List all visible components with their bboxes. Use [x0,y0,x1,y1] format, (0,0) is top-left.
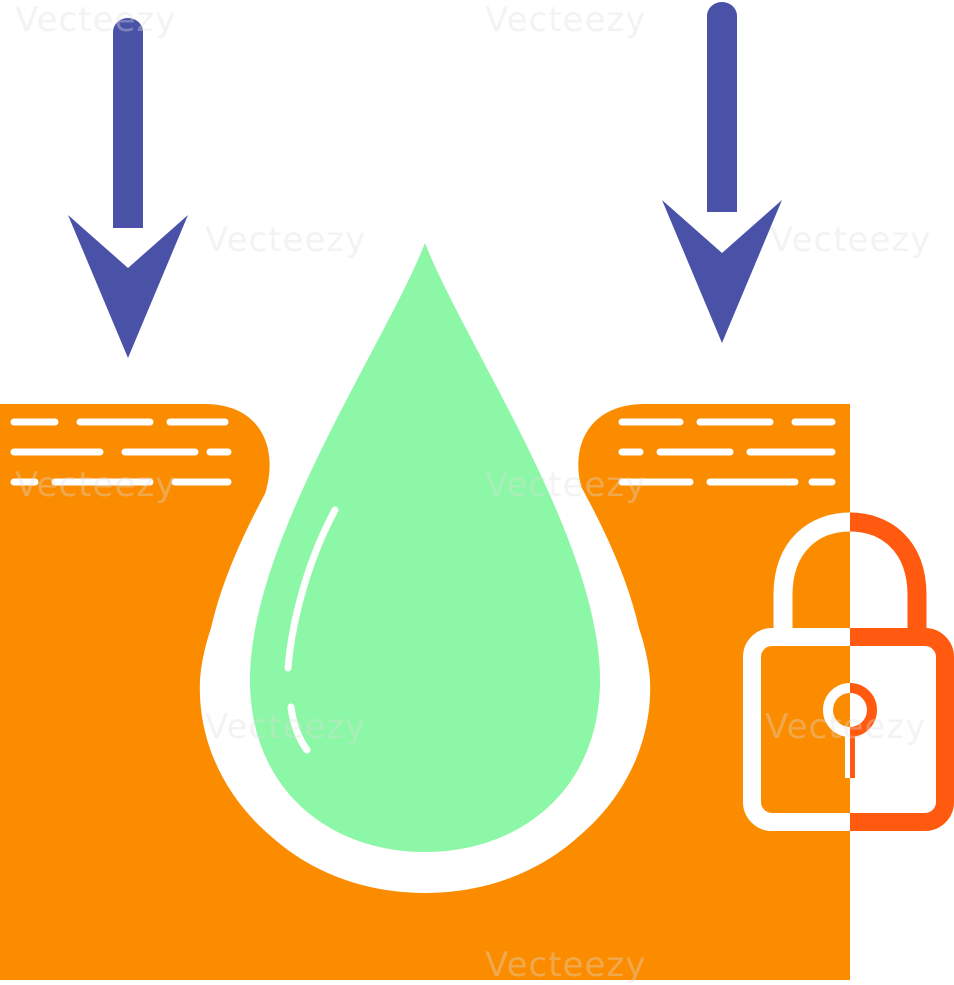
down-arrow-icon-left [68,18,188,358]
skin-texture-right [618,418,836,486]
padlock-icon [743,512,954,831]
skin-texture-left [10,418,232,486]
skin-layer [0,404,850,980]
down-arrow-icon-right [662,2,782,343]
water-drop-icon [205,228,645,893]
